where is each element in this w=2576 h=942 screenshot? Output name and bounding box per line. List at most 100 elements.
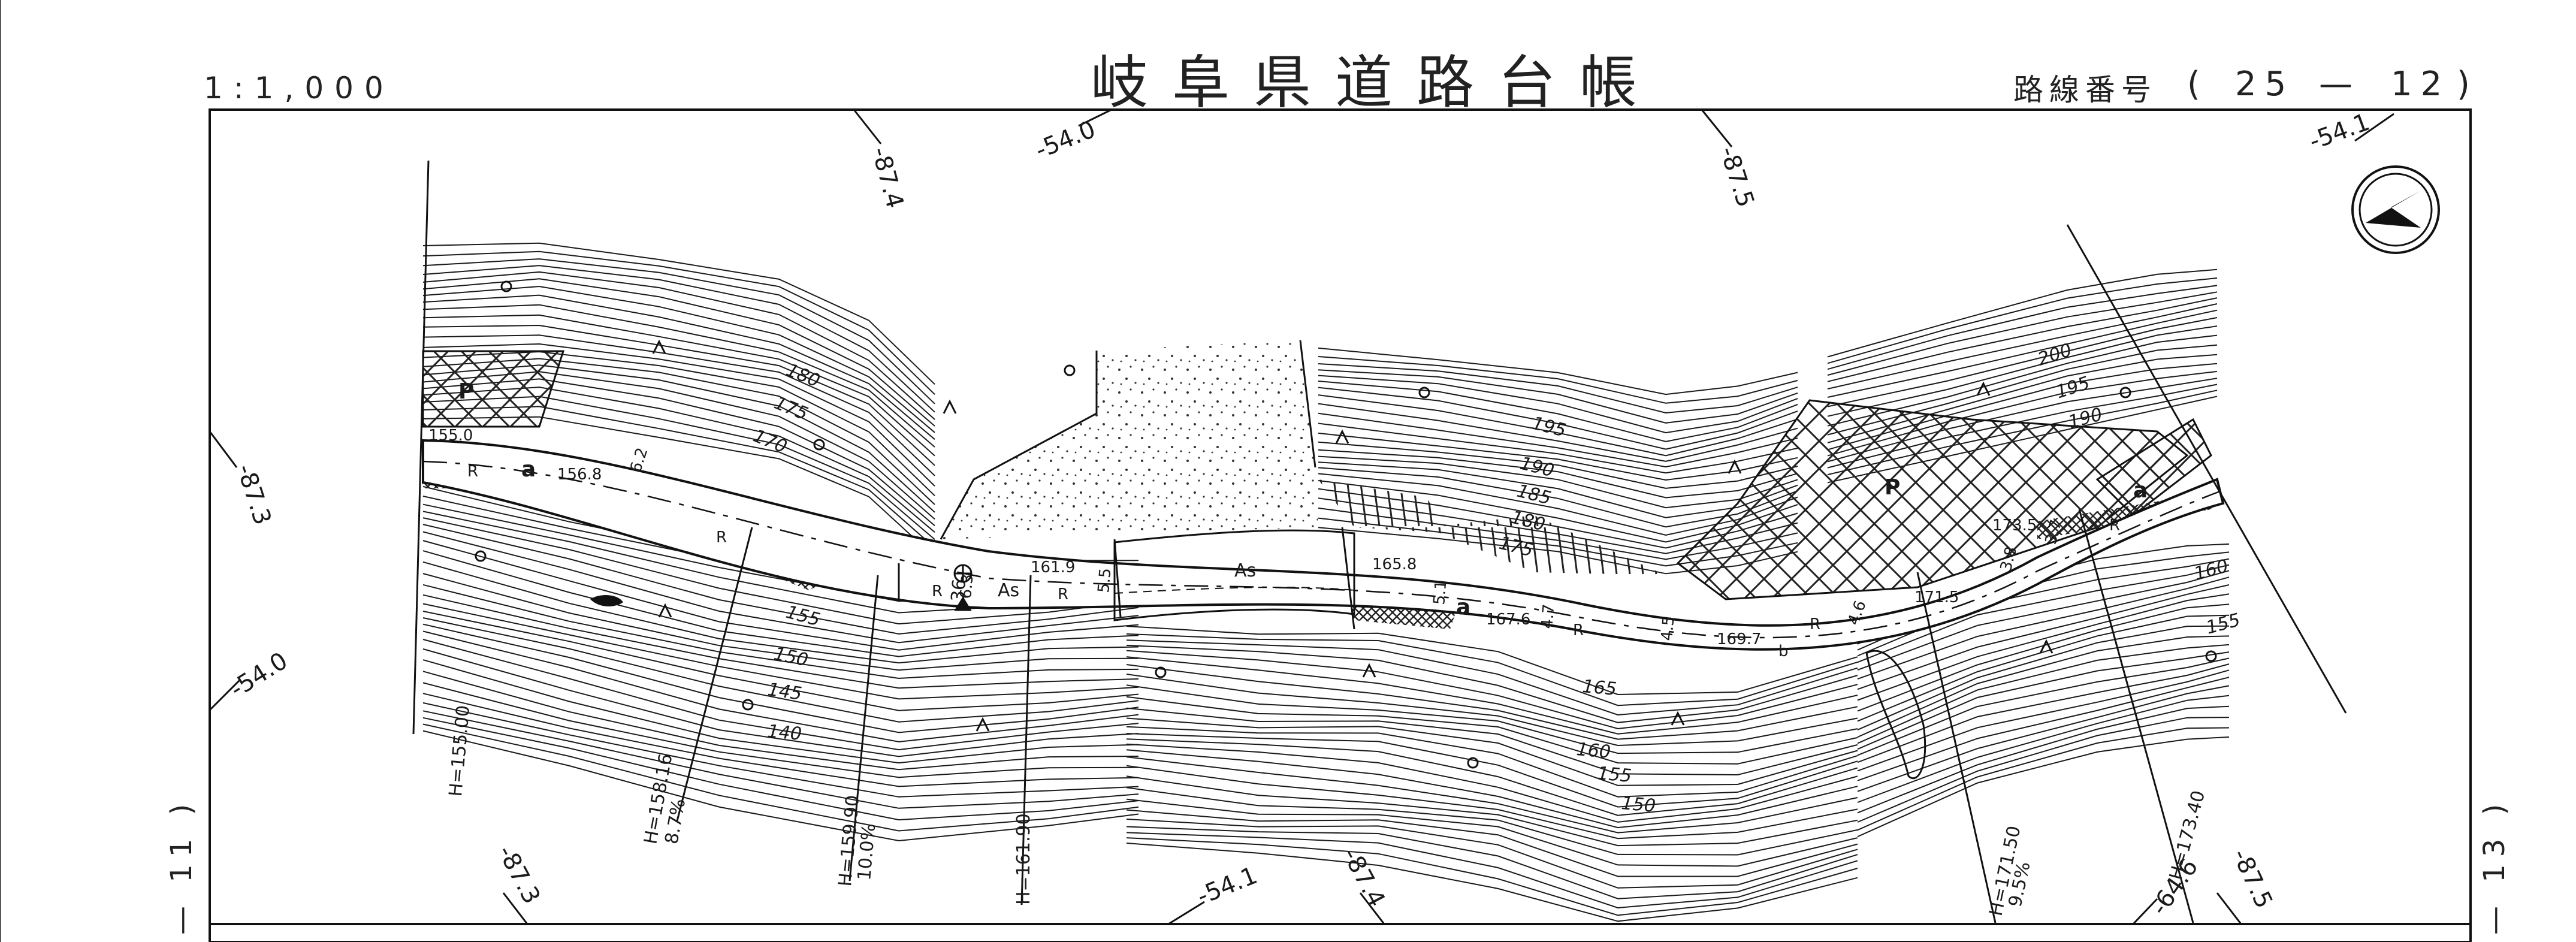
contour-line xyxy=(1126,843,1858,922)
class-label-p-2: P xyxy=(1885,475,1900,500)
contour-line xyxy=(422,617,1139,723)
map-scale: 1:1,000 xyxy=(204,71,394,105)
tree-symbol xyxy=(475,550,487,562)
parcel-hatch-tip xyxy=(2095,418,2212,517)
contour-line xyxy=(422,334,935,476)
contour-line xyxy=(1126,726,1858,798)
contour-line xyxy=(1126,775,1858,847)
contour-line xyxy=(422,540,1139,651)
contour-line xyxy=(1857,677,2230,781)
contour-label: 145 xyxy=(766,679,804,705)
contour-line xyxy=(1827,285,2218,370)
contour-line xyxy=(1318,375,1798,434)
contour-line xyxy=(1126,650,1858,730)
contour-line xyxy=(422,250,935,395)
surface-label-2: As xyxy=(1234,560,1256,581)
road-value: 171.5 xyxy=(1914,588,1959,606)
contour-label: 190 xyxy=(1518,453,1556,482)
contour-line xyxy=(422,648,1139,757)
contour-line xyxy=(422,671,1139,771)
height-label: H=161.90 xyxy=(1013,813,1034,905)
contour-line xyxy=(1126,717,1858,786)
contour-label: 155 xyxy=(784,602,822,631)
contour-line xyxy=(1318,363,1798,414)
contour-line xyxy=(422,285,935,433)
road-value: 165.8 xyxy=(1372,555,1417,573)
contour-line xyxy=(1318,381,1798,442)
contour-line xyxy=(1827,334,2218,427)
contour-line xyxy=(1126,826,1858,899)
grid-tick-label: -54.0 xyxy=(225,647,292,704)
contour-line xyxy=(1318,387,1798,450)
contour-line xyxy=(1857,576,2230,680)
parcel-hatch-left xyxy=(422,350,565,428)
grass-symbol xyxy=(1976,381,1991,396)
contour-line xyxy=(422,611,1139,711)
grid-tick-label: -87.4 xyxy=(866,144,908,212)
contour-line xyxy=(1857,705,2230,814)
station-lines xyxy=(412,160,2347,923)
contour-label: 160 xyxy=(1575,739,1611,763)
fan-symbol xyxy=(1865,650,1926,780)
contour-line xyxy=(1126,644,1858,723)
contour-label: 155 xyxy=(1596,763,1632,787)
tree-symbol xyxy=(1467,757,1479,769)
contour-line xyxy=(422,630,1139,742)
contour-label: 150 xyxy=(772,644,810,671)
contour-line xyxy=(1126,674,1858,747)
grid-tick-label: -54.0 xyxy=(1032,116,1100,164)
grass-symbol xyxy=(658,603,672,618)
contour-line xyxy=(1857,614,2230,722)
contour-line xyxy=(422,517,1139,625)
slope-edge-right xyxy=(1299,340,1316,468)
contour-label: 180 xyxy=(783,360,823,392)
grid-tick-label: -87.5 xyxy=(2227,845,2278,913)
tree-symbol xyxy=(813,439,825,451)
grass-symbol xyxy=(1671,711,1685,726)
contour-line xyxy=(1126,733,1858,808)
contour-line xyxy=(422,524,1139,635)
contour-line xyxy=(422,659,1139,764)
parcel-hatch-right xyxy=(1676,399,2189,600)
contour-line xyxy=(1827,309,2218,398)
grid-tick-label: -54.1 xyxy=(2306,108,2373,156)
road-bridge-section xyxy=(1113,529,1355,621)
contour-line xyxy=(1126,819,1858,889)
contour-line xyxy=(422,723,1139,832)
contour-line xyxy=(422,573,1139,671)
tree-symbol xyxy=(1155,666,1167,678)
contour-line xyxy=(422,531,1139,644)
contour-line xyxy=(422,594,1139,689)
contour-line xyxy=(422,278,935,427)
contour-line xyxy=(1827,297,2218,382)
stipple-area xyxy=(941,340,1318,539)
grass-symbol xyxy=(943,399,957,414)
road-centerline xyxy=(422,460,2221,639)
contour-line xyxy=(1857,603,2230,712)
contour-line xyxy=(1318,422,1798,474)
tree-symbol xyxy=(500,280,512,292)
contour-line xyxy=(1126,798,1858,867)
tree-symbol xyxy=(1418,387,1430,398)
road-value: 4.5 xyxy=(1658,615,1678,642)
tree-symbol xyxy=(1064,364,1076,376)
grid-tick-label: -54.1 xyxy=(1194,862,1261,910)
grid-tick-marks xyxy=(209,108,2394,925)
contour-line xyxy=(422,561,1139,664)
grass-symbol xyxy=(976,717,990,732)
road-value: 5.5 xyxy=(1095,567,1115,594)
class-label-p: P xyxy=(458,379,474,404)
grass-symbol xyxy=(1335,429,1349,444)
contour-label: 150 xyxy=(1620,793,1656,817)
tree-symbol xyxy=(2119,387,2131,398)
side-label-5: R xyxy=(1573,621,1584,639)
contour-line xyxy=(1857,564,2230,663)
contour-line xyxy=(1857,657,2230,756)
road-labels: As As a a a P P R R R R R R R b 36 xyxy=(458,379,2148,660)
contour-line xyxy=(1126,738,1858,816)
contour-line xyxy=(1126,633,1858,707)
contour-line xyxy=(422,693,1139,787)
contour-line xyxy=(422,258,935,404)
grid-tick-label: -87.3 xyxy=(231,461,276,529)
